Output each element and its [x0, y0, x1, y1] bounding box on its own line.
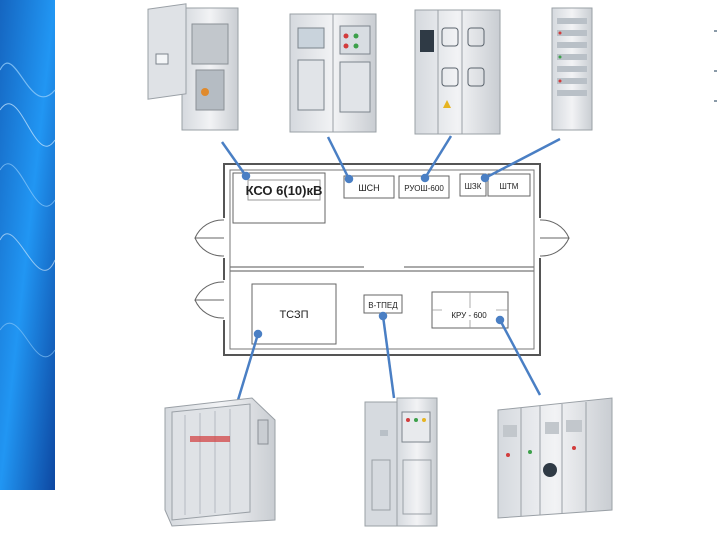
decorative-sidebar: [0, 0, 56, 490]
unit-vtped: В-ТПЕД: [363, 294, 403, 314]
transformer-photo: [164, 397, 276, 527]
unit-shtm: ШТМ: [487, 173, 531, 197]
unit-shsn-label: ШСН: [358, 183, 379, 193]
telemechanics-cabinet-photo: [551, 7, 593, 131]
kru-switchgear-photo: [497, 397, 613, 519]
unit-shtm-label: ШТМ: [500, 182, 519, 191]
unit-vtped-label: В-ТПЕД: [368, 301, 398, 310]
door-right: [538, 218, 570, 258]
ruosh-cabinet-photo: [414, 9, 501, 135]
connector-shzk: [480, 137, 561, 183]
kso-switchgear-photo: [147, 3, 239, 131]
shsn-cabinet-photo: [289, 13, 377, 133]
unit-kso-label: КСО 6(10)кВ: [246, 183, 323, 198]
connector-shsn: [326, 136, 354, 184]
floor-plan: КСО 6(10)кВ ШСН РУОШ-600 ШЗК ШТМ ТСЗП В-…: [194, 163, 570, 356]
vtped-cabinet-photo: [364, 397, 438, 527]
connector-tszp: [233, 329, 263, 411]
connector-ruosh: [420, 135, 453, 183]
unit-shzk: ШЗК: [459, 173, 487, 197]
connector-vtped: [378, 311, 396, 399]
unit-ruosh-label: РУОШ-600: [404, 184, 444, 193]
unit-shzk-label: ШЗК: [465, 182, 482, 191]
unit-tszp-label: ТСЗП: [279, 309, 308, 321]
unit-kso: КСО 6(10)кВ: [232, 172, 326, 224]
edge-marks: [714, 30, 717, 102]
unit-tszp: ТСЗП: [251, 283, 337, 345]
door-left-bottom: [194, 280, 226, 320]
connector-kru: [495, 315, 542, 396]
door-left-top: [194, 218, 226, 258]
connector-kso: [220, 141, 251, 181]
unit-shsn: ШСН: [343, 175, 395, 199]
unit-kru-label: КРУ - 600: [451, 311, 487, 320]
unit-kru: КРУ - 600: [431, 291, 509, 329]
connectors: [220, 135, 561, 411]
